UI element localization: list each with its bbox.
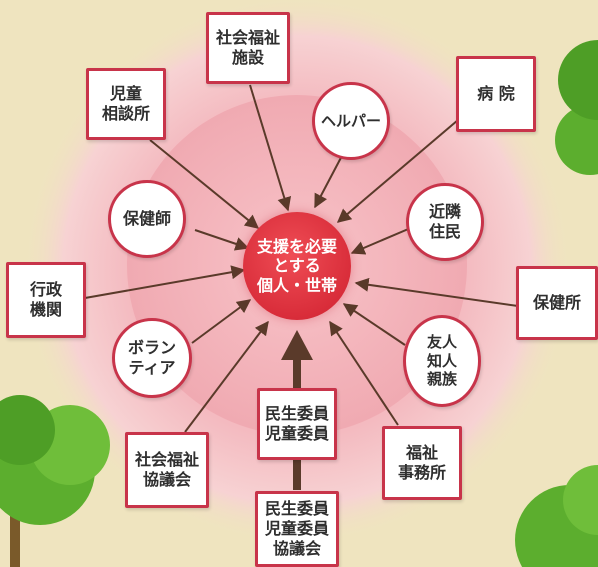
arrow-jido-sodanjo	[149, 139, 260, 229]
node-minsei-iin-kyogikai: 民生委員 児童委員 協議会	[255, 491, 339, 567]
arrow-volunteer	[191, 299, 252, 344]
node-minsei-iin: 民生委員 児童委員	[257, 388, 337, 460]
node-fukushi-jimusho: 福祉 事務所	[382, 426, 462, 500]
node-helper: ヘルパー	[312, 82, 390, 160]
arrow-shakai-fukushi-kyogikai	[184, 320, 269, 433]
node-byoin: 病 院	[456, 56, 536, 132]
arrow-helper	[314, 149, 346, 209]
node-kinrin-jumin: 近隣 住民	[406, 183, 484, 261]
arrow-gyosei-kikan	[84, 265, 246, 299]
node-shakai-fukushi-shisetsu: 社会福祉 施設	[206, 12, 290, 84]
arrows	[84, 84, 519, 433]
tree-icon	[0, 395, 110, 567]
node-volunteer: ボラン ティア	[112, 318, 192, 398]
tree-icon	[555, 40, 598, 175]
arrow-yujin	[342, 303, 406, 346]
arrow-hokenshi	[194, 229, 250, 251]
node-jido-sodanjo: 児童 相談所	[86, 68, 166, 140]
node-gyosei-kikan: 行政 機関	[6, 262, 86, 338]
arrow-kinrin-jumin	[350, 226, 414, 255]
tree-icon	[515, 465, 598, 567]
node-hokenjo: 保健所	[516, 266, 598, 340]
arrow-hokenjo	[354, 277, 519, 307]
node-shakai-fukushi-kyogikai: 社会福祉 協議会	[125, 432, 209, 508]
arrow-shakai-fukushi-shisetsu	[249, 84, 292, 212]
arrow-fukushi-jimusho	[329, 320, 399, 426]
node-yujin-chijin-shinzoku: 友人 知人 親族	[403, 315, 481, 407]
node-hokenshi: 保健師	[108, 180, 186, 258]
arrow-byoin	[336, 119, 459, 223]
center-node: 支援を必要 とする 個人・世帯	[243, 212, 351, 320]
